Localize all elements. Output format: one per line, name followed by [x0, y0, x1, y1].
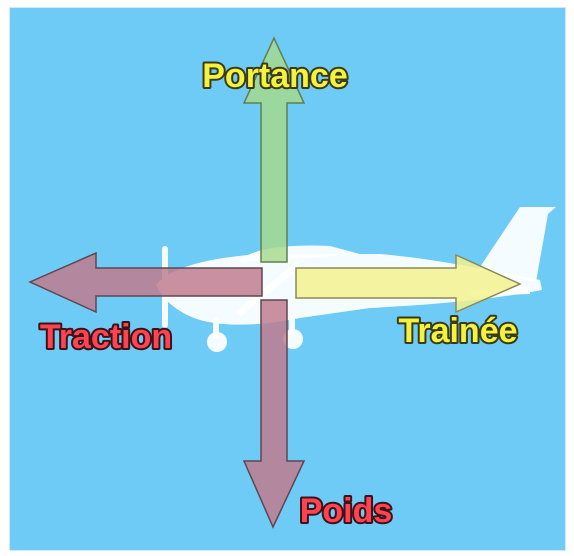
drag-label: Trainée: [398, 312, 517, 350]
weight-label: Poids: [300, 492, 393, 530]
lift-label: Portance: [202, 57, 348, 95]
thrust-label: Traction: [40, 318, 172, 356]
